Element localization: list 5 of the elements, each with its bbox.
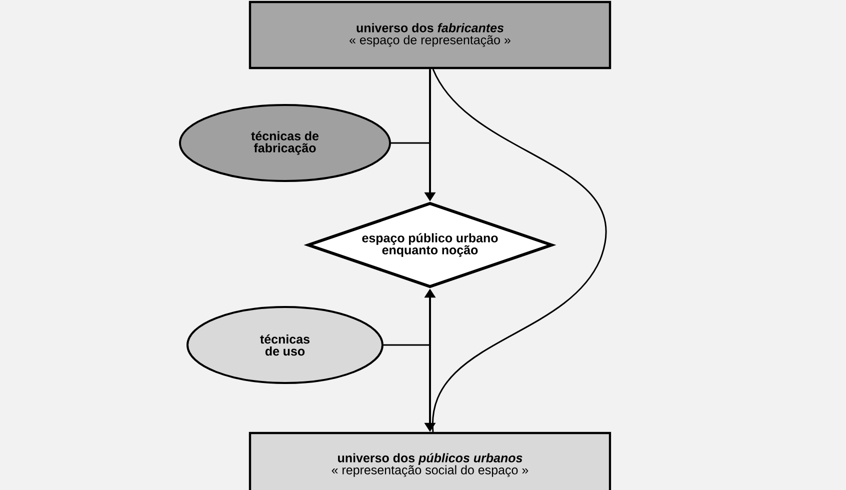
- universe-box: universo dos públicos urbanos « representação social do espaço »: [248, 432, 612, 490]
- connector-line: [384, 344, 430, 346]
- connector-line: [432, 68, 606, 432]
- universe-box: universo dos fabricantes « espaço de representação »: [248, 0, 612, 70]
- connector-line: [391, 142, 430, 144]
